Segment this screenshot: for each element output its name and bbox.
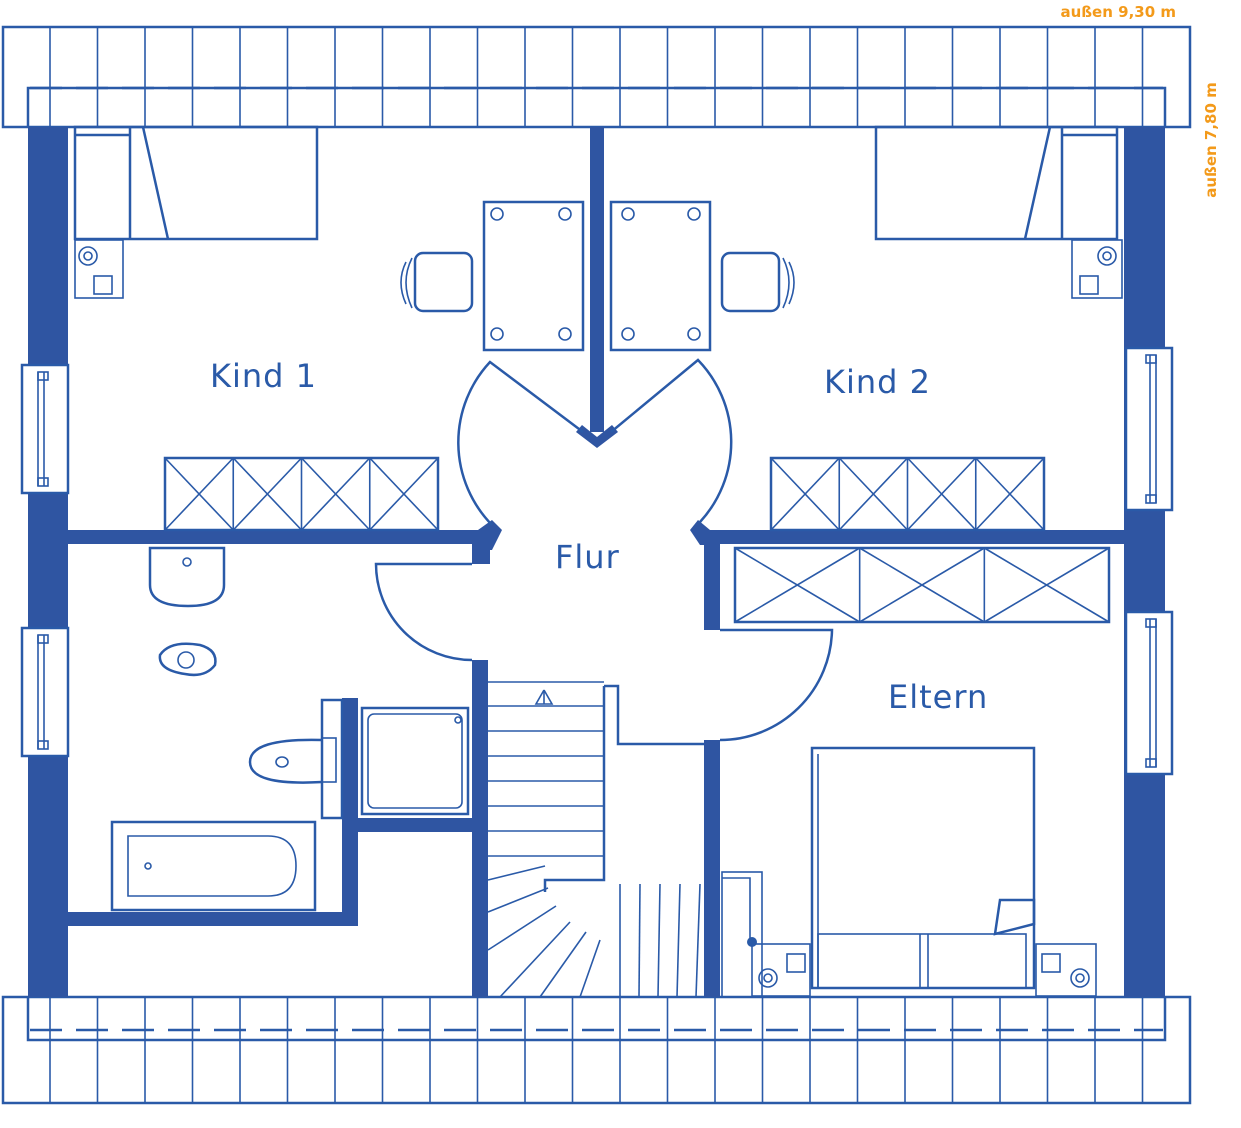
wall-kids-divider-tip	[576, 425, 618, 448]
bathtub	[110, 820, 317, 912]
roof-bottom	[1, 995, 1192, 1105]
wardrobe-cross	[906, 457, 977, 531]
stair-tread	[695, 883, 701, 998]
stair-winder	[499, 921, 571, 998]
wall-shower-west	[342, 698, 358, 926]
window-right-upper	[1124, 346, 1174, 512]
window-left-upper	[20, 363, 70, 495]
wardrobe-cross	[770, 457, 840, 531]
wardrobe-cross	[734, 547, 861, 623]
wall-left	[28, 127, 68, 997]
roof-top	[1, 25, 1192, 129]
eave-line-bottom	[26, 997, 1167, 1042]
door-kind1	[457, 360, 584, 526]
wall-eltern-stair	[704, 740, 720, 997]
nightstand-eltern-right	[1035, 943, 1097, 997]
label-kind2: Kind 2	[824, 363, 931, 401]
wall-kind1-bath	[68, 530, 478, 544]
bed-kind2	[874, 125, 1119, 241]
nightstand-eltern-left	[751, 943, 811, 997]
label-eltern: Eltern	[888, 678, 988, 716]
wall-right	[1124, 127, 1165, 997]
stair-winder	[487, 887, 549, 913]
door-bath	[374, 562, 473, 662]
toilet	[248, 698, 344, 820]
wardrobe-cross	[369, 457, 439, 531]
door-kind2	[610, 358, 733, 523]
stair-tread	[638, 883, 641, 998]
wall-kids-divider	[590, 127, 604, 432]
nightstand-kind1	[74, 239, 124, 299]
wardrobe-eltern	[733, 546, 1111, 624]
washbasin	[148, 546, 226, 608]
stair-winder	[539, 931, 587, 998]
wardrobe-cross	[300, 457, 371, 531]
wardrobe-cross	[164, 457, 234, 531]
stair-tread	[657, 883, 661, 998]
staircase	[487, 681, 704, 998]
wardrobe-cross	[983, 547, 1110, 623]
dimension-width: außen 9,30 m	[1060, 3, 1176, 21]
wall-kind2-eltern	[710, 530, 1124, 544]
wardrobe-kind2	[769, 456, 1046, 532]
wardrobe-cross	[975, 457, 1045, 531]
bed-kind1	[73, 125, 319, 241]
shower-tray	[360, 706, 470, 816]
desk-kind1	[482, 200, 585, 352]
eave-line-top	[26, 86, 1167, 127]
bidet-fixture	[158, 642, 217, 677]
window-left-lower	[20, 626, 70, 758]
chair-kind1	[400, 251, 474, 313]
stair-winder	[579, 939, 601, 998]
wardrobe-cross	[859, 547, 985, 623]
wall-bath-lower	[68, 912, 358, 926]
stair-winder	[487, 905, 557, 951]
wall-bath-stair	[472, 660, 488, 997]
window-right-lower	[1124, 610, 1174, 776]
stair-tread	[676, 883, 681, 998]
wardrobe-kind1	[163, 456, 440, 532]
bed-eltern	[810, 746, 1036, 990]
wardrobe-cross	[232, 457, 303, 531]
door-eltern	[719, 628, 834, 742]
stair-winder	[487, 865, 546, 881]
wall-shower-south	[342, 818, 472, 832]
desk-kind2	[609, 200, 712, 352]
wall-bath-door-jamb	[472, 530, 490, 564]
label-flur: Flur	[555, 538, 620, 576]
installation-shaft	[721, 871, 763, 998]
chair-kind2	[720, 251, 795, 313]
wardrobe-cross	[838, 457, 909, 531]
nightstand-kind2	[1071, 239, 1123, 299]
wall-eltern-entry	[704, 530, 720, 630]
dimension-depth: außen 7,80 m	[1202, 82, 1220, 198]
label-kind1: Kind 1	[210, 357, 317, 395]
